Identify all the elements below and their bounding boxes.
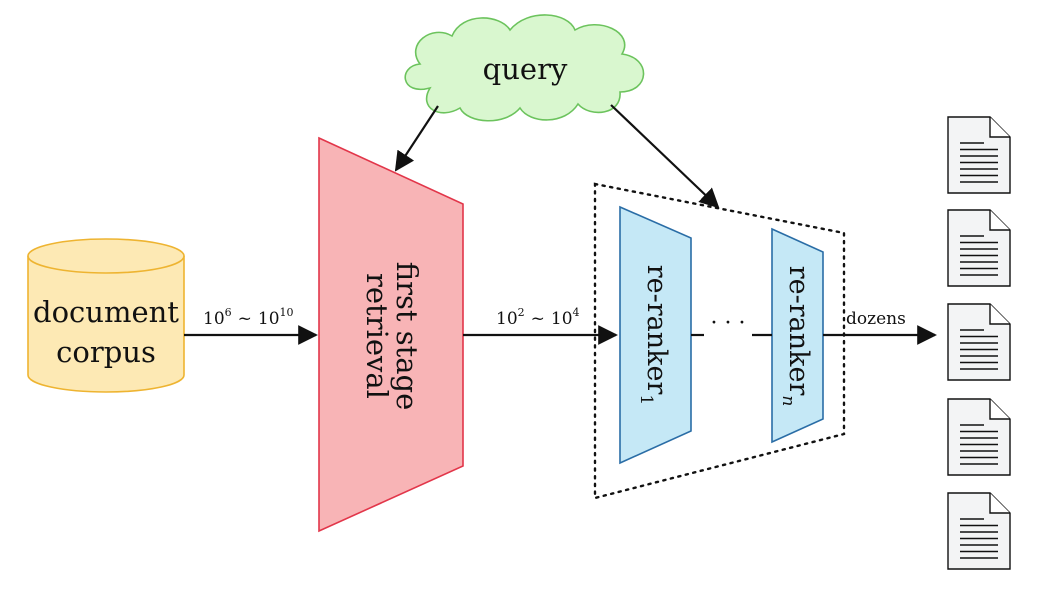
reranker-1-label: re-ranker (641, 265, 672, 395)
reranker-n-label-text: re-rankern (778, 266, 814, 407)
document-corpus: document corpus (27, 238, 185, 393)
reranker-n: re-rankern (771, 227, 824, 444)
document-icon (947, 209, 1011, 287)
corpus-label-line1: document (33, 295, 179, 329)
edge1-base2: 10 (258, 309, 280, 329)
edge1-base1: 10 (203, 309, 225, 329)
reranker-n-label: re-ranker (783, 266, 814, 396)
ellipsis: · · · (711, 311, 746, 336)
first-stage-label-line1: first stage (390, 262, 424, 411)
arrow-query-to-rerankers (610, 104, 720, 209)
reranker-n-shape (771, 227, 824, 444)
edge-label-output: dozens (846, 309, 906, 329)
reranker-1-shape (619, 205, 692, 465)
edge-label-first-to-rerank: 102~104 (496, 306, 580, 329)
corpus-top (27, 238, 185, 274)
edge-label-corpus-to-first: 106~1010 (203, 306, 294, 329)
corpus-label-line2: corpus (56, 335, 156, 369)
edge1-exp2: 10 (280, 306, 294, 319)
reranker-1-subscript: 1 (636, 394, 656, 405)
reranker-container (593, 182, 846, 500)
document-icon (947, 398, 1011, 476)
document-icon (947, 492, 1011, 570)
edge2-base1: 10 (496, 309, 518, 329)
edge1-exp1: 6 (225, 306, 232, 319)
edge2-base2: 10 (551, 309, 573, 329)
edge2-exp1: 2 (518, 306, 525, 319)
first-stage-retrieval: first stage retrieval (318, 136, 464, 533)
cloud-shape (404, 14, 645, 122)
document-icon (947, 303, 1011, 381)
first-stage-shape (318, 136, 464, 533)
query-cloud: query (404, 14, 645, 122)
edge2-exp2: 4 (573, 306, 580, 319)
query-label: query (483, 52, 568, 86)
edge1-sep: ~ (238, 309, 252, 329)
corpus-body (27, 256, 185, 393)
result-documents (947, 116, 1011, 570)
reranker-n-subscript: n (778, 395, 798, 406)
document-icon (947, 116, 1011, 194)
first-stage-label-line2: retrieval (360, 273, 394, 399)
reranker-1-label-text: re-ranker1 (636, 265, 672, 405)
edge2-sep: ~ (531, 309, 545, 329)
arrow-query-to-first-stage (394, 105, 439, 172)
reranker-1: re-ranker1 (619, 205, 692, 465)
